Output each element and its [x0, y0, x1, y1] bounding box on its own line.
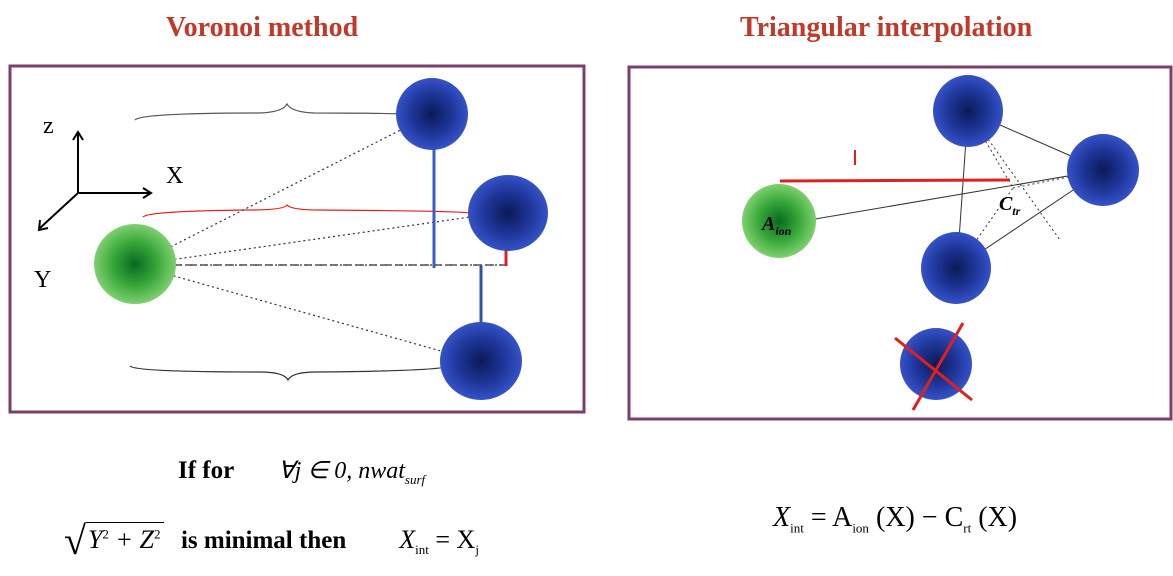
- axes-triad: [37, 130, 153, 232]
- triangular-panel: Aion Ctr: [627, 65, 1173, 421]
- brace-top: [134, 102, 433, 121]
- condition-formula: If for ∀j ∈ 0, nwatsurf: [178, 456, 425, 488]
- ion-sphere: [94, 224, 176, 304]
- water-sphere-bottom: [440, 322, 522, 400]
- water-sphere-middle: [468, 175, 548, 251]
- result-expr: Xint = Xj: [399, 525, 479, 558]
- ion-label: Aion: [760, 213, 792, 238]
- exclusion-cross: [894, 322, 973, 411]
- brace-middle: [142, 203, 471, 218]
- red-distance-right: [779, 178, 1011, 183]
- axis-y-label: Y: [34, 267, 51, 293]
- water-sphere-top-right: [933, 75, 1003, 147]
- minimal-text: is minimal then: [180, 527, 347, 554]
- water-sphere-top: [396, 78, 468, 150]
- water-sphere-lower: [921, 232, 991, 304]
- minimal-formula: √Y2 + Z2 is minimal then Xint = Xj: [64, 517, 479, 564]
- sqrt-expression: √Y2 + Z2: [64, 517, 165, 564]
- water-sphere-excluded: [900, 328, 972, 400]
- forall-expr: ∀j ∈ 0, nwatsurf: [278, 458, 426, 487]
- voronoi-title: Voronoi method: [166, 12, 359, 43]
- triangular-frame: [627, 65, 1173, 421]
- triangular-title: Triangular interpolation: [740, 12, 1033, 43]
- center-label: Ctr: [999, 193, 1021, 218]
- brace-bottom: [129, 365, 450, 382]
- if-for-text: If for: [178, 457, 235, 484]
- voronoi-panel: z X Y: [8, 64, 586, 414]
- water-sphere-right: [1067, 134, 1139, 206]
- axis-z-label: z: [43, 113, 54, 139]
- axis-x-label: X: [166, 163, 183, 189]
- triangular-formula: Xint = Aion (X) − Crt (X): [773, 502, 1018, 536]
- ion-sphere-right: [742, 184, 816, 258]
